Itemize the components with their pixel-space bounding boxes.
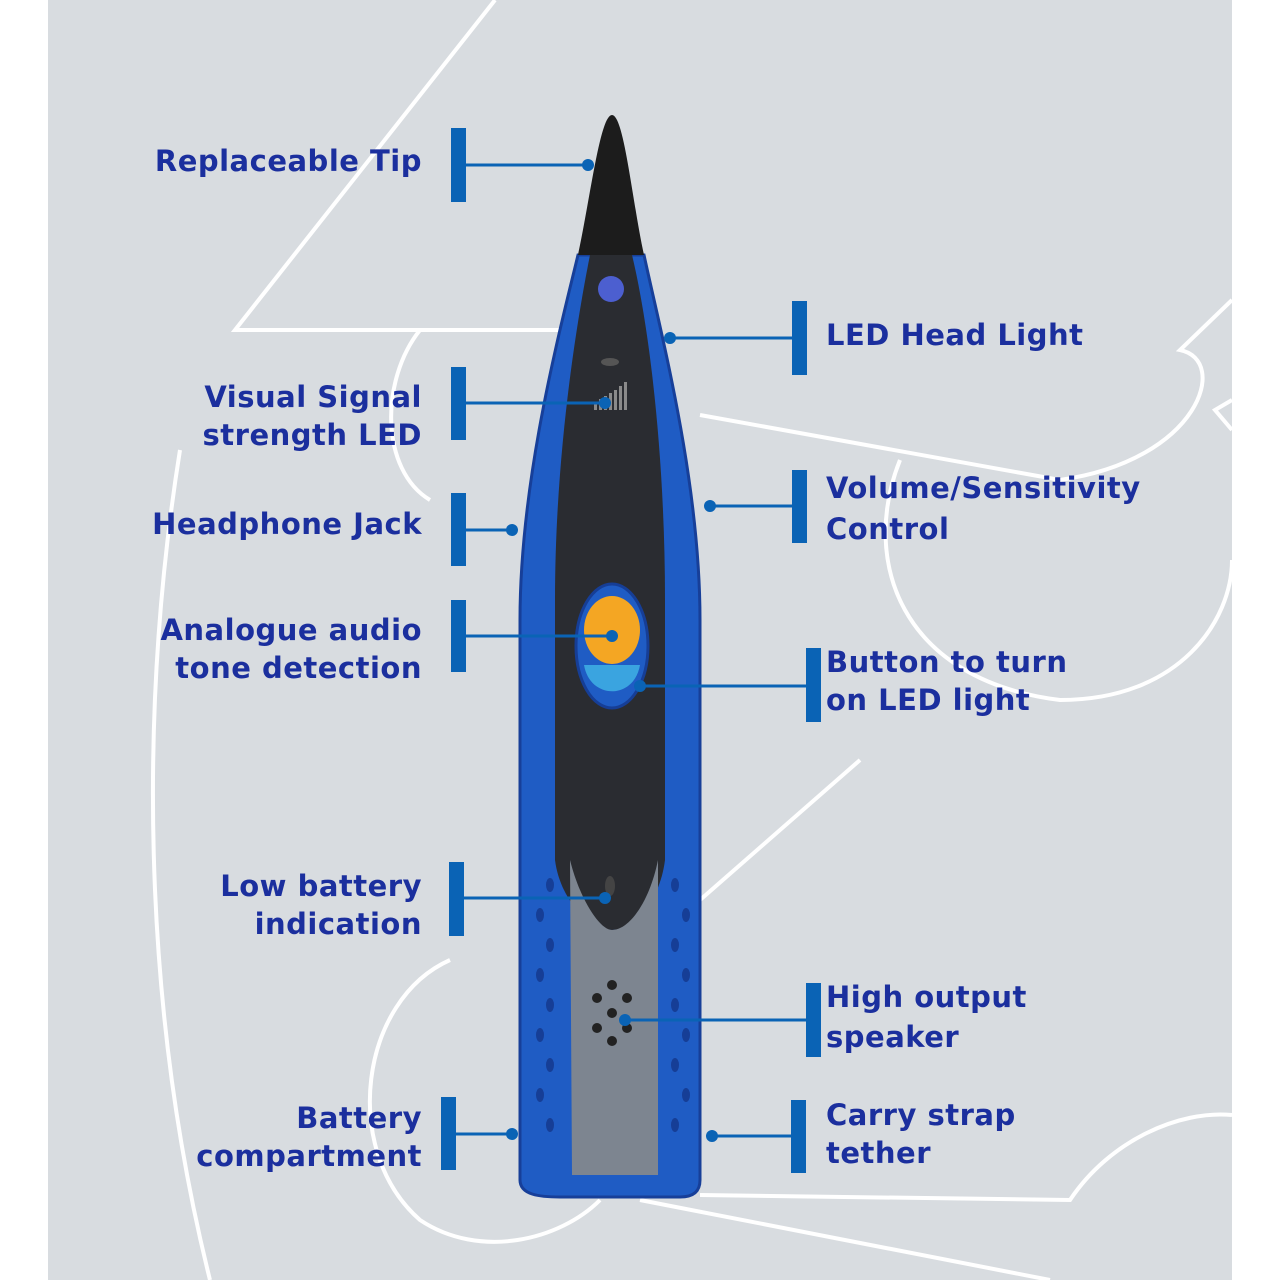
- label-line: on LED light: [826, 683, 1031, 717]
- grip-dots: [536, 878, 690, 1132]
- label-line: Visual Signal: [204, 380, 422, 414]
- label-replaceable-tip: Replaceable Tip: [155, 142, 422, 180]
- label-line: tether: [826, 1136, 932, 1170]
- background-decoration: [150, 0, 1234, 1280]
- label-line: High output: [826, 980, 1027, 1014]
- label-line: Control: [826, 512, 950, 546]
- tone-probe-device: [518, 115, 702, 1199]
- replaceable-tip: [578, 115, 644, 255]
- label-line: Analogue audio: [160, 613, 422, 647]
- label-line: Carry strap: [826, 1098, 1016, 1132]
- label-carry-strap: Carry strap tether: [826, 1096, 1016, 1172]
- label-line: Button to turn: [826, 645, 1068, 679]
- label-line: Battery: [296, 1101, 422, 1135]
- label-line: indication: [254, 907, 422, 941]
- label-headphone-jack: Headphone Jack: [152, 505, 422, 543]
- label-battery-compartment: Battery compartment: [196, 1099, 422, 1175]
- label-led-head-light: LED Head Light: [826, 316, 1084, 354]
- label-line: compartment: [196, 1139, 422, 1173]
- label-line: Replaceable Tip: [154, 144, 422, 178]
- label-analogue-audio: Analogue audio tone detection: [160, 611, 422, 687]
- label-line: Headphone Jack: [152, 507, 422, 541]
- label-line: LED Head Light: [826, 318, 1084, 352]
- logo-icon: [598, 276, 624, 302]
- label-speaker: High output speaker: [826, 977, 1027, 1057]
- label-visual-signal: Visual Signal strength LED: [203, 378, 422, 454]
- label-low-battery: Low battery indication: [220, 867, 422, 943]
- label-led-button: Button to turn on LED light: [826, 643, 1067, 719]
- label-line: speaker: [826, 1020, 960, 1054]
- label-line: Volume/Sensitivity: [826, 471, 1141, 505]
- label-line: strength LED: [202, 418, 422, 452]
- callout-lines: [441, 128, 821, 1173]
- label-line: Low battery: [220, 869, 422, 903]
- label-line: tone detection: [175, 651, 422, 685]
- led-light-button[interactable]: [584, 665, 640, 692]
